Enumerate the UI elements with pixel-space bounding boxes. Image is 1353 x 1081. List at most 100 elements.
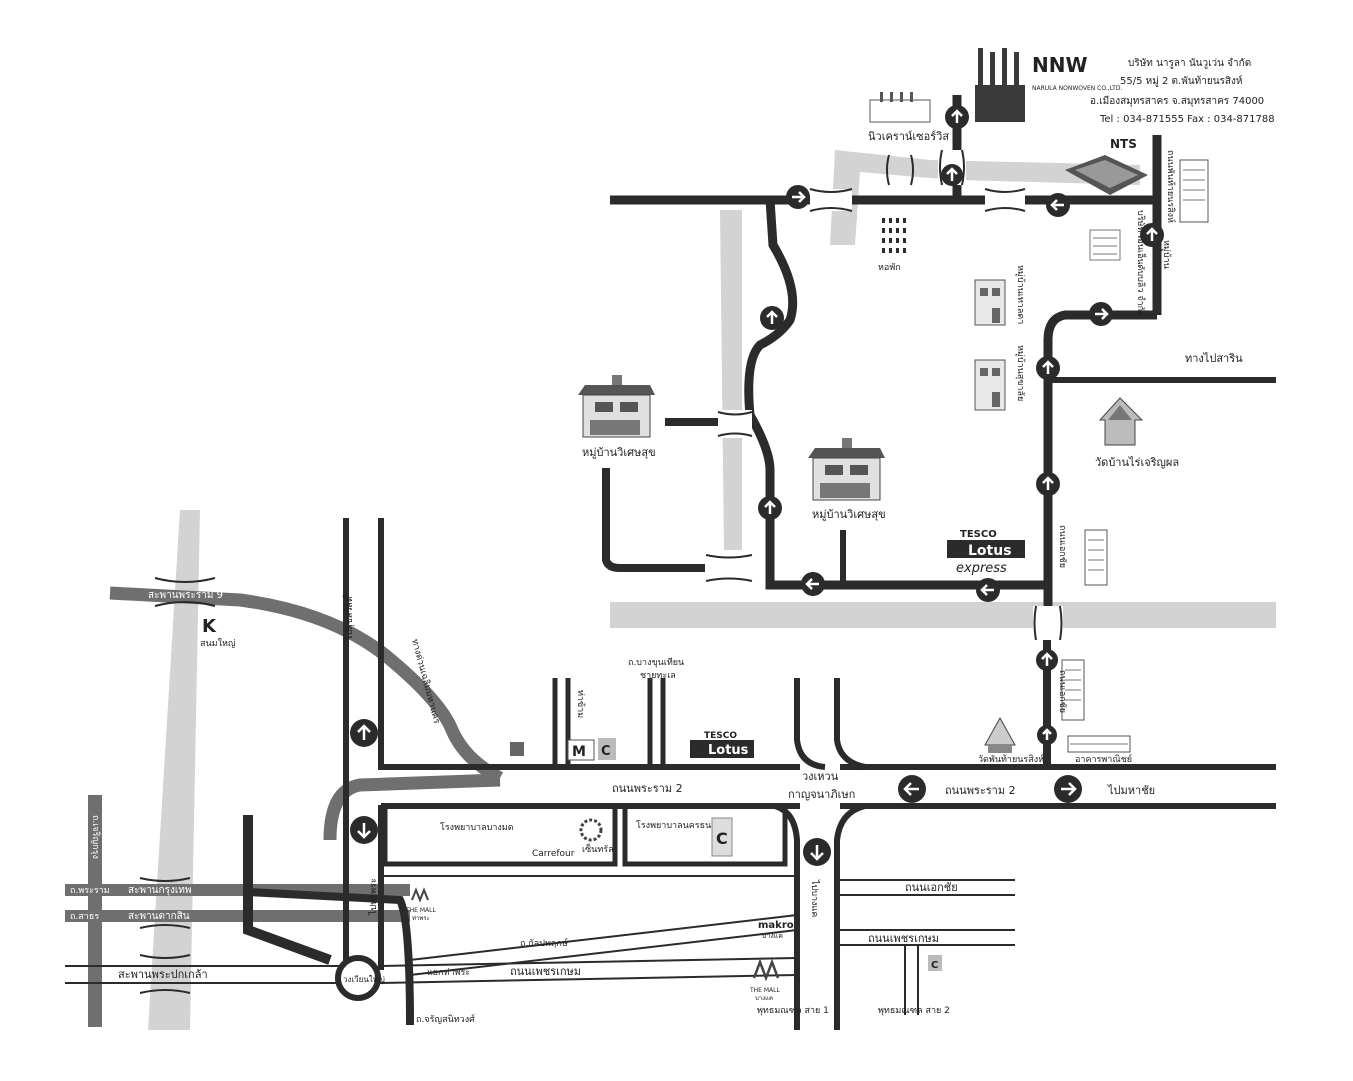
label-phetkasem-east: ถนนเพชรเกษม (868, 932, 939, 945)
building-nts (1065, 155, 1148, 195)
company-name: บริษัท นารูลา นันวูเว่น จำกัด (1128, 58, 1251, 69)
arrow-circle-icon (1036, 472, 1060, 496)
bridges (139, 149, 1063, 994)
arrow-circle-icon (1054, 775, 1082, 803)
label-hospital-1: โรงพยาบาลบางมด (440, 822, 514, 833)
label-tha-phra-junction: แยกท่าพระ (427, 968, 470, 978)
label-to-sarin: ทางไปสาริน (1185, 352, 1243, 365)
arrow-circle-icon (1036, 356, 1060, 380)
label-tesco-express-top: TESCO (960, 529, 997, 540)
label-dormitory: หอพัก (878, 263, 901, 273)
label-wong-waen: วงเหวน (802, 770, 839, 783)
arrow-circle-icon (1037, 725, 1057, 745)
canal-chao-phraya (148, 510, 200, 1030)
label-to-tha-phra: ไปท่าพระ (368, 878, 379, 916)
roundabout-wongwian-yai (335, 955, 381, 1001)
company-address-1: 55/5 หมู่ 2 ต.พันท้ายนรสิงห์ (1120, 75, 1243, 87)
big-c-icon (598, 738, 616, 760)
building-commercial (1067, 735, 1131, 753)
label-makro-branch: บางแค (762, 932, 783, 940)
building-east (1179, 159, 1209, 223)
building-tall-east-2 (1061, 659, 1085, 721)
arrow-circle-icon (945, 105, 969, 129)
label-big-c-east: C (931, 960, 938, 971)
k-village-logo: K (202, 616, 217, 637)
label-pinklao-bridge: สะพานพระปกเกล้า (118, 968, 208, 981)
label-to-mahachai: ไปมหาชัย (1107, 784, 1155, 797)
label-the-mall-right: THE MALL (749, 987, 780, 994)
label-new-crown: นิวเคราน์เซอร์วิส (868, 130, 949, 143)
label-wiset-suk-left: หมู่บ้านวิเศษสุข (582, 446, 656, 459)
mcdonalds-icon (567, 739, 595, 761)
direction-arrows (350, 105, 1164, 866)
tesco-lotus-logo (690, 740, 754, 758)
arrow-circle-icon (801, 572, 825, 596)
company-logo: NNW (1032, 53, 1088, 77)
label-mcdonalds: M (572, 744, 586, 760)
arrow-circle-icon (350, 719, 378, 747)
label-wat-phanthai: วัดพันท้ายนรสิงห์ (978, 753, 1044, 765)
label-tesco-bottom-lotus: Lotus (708, 743, 749, 758)
waterways (148, 150, 1276, 1030)
label-chai-thale: ชายทะเล (640, 671, 676, 681)
house-icon (578, 375, 655, 438)
tesco-express-logo (947, 540, 1025, 558)
label-road-east: ถนนพันท้ายนรสิงห์ (1165, 150, 1177, 223)
house-icon (974, 359, 1006, 411)
expressway-to-rama2 (323, 773, 501, 841)
label-ekachai-road: ถนนเอกชัย (905, 881, 958, 894)
label-big-c-south: C (716, 829, 728, 848)
temple-icon (1098, 397, 1144, 446)
label-taksin-road: ถ.สาธร (70, 912, 99, 922)
arrow-circle-icon (898, 775, 926, 803)
rama2-roads (379, 625, 1276, 1030)
road-taksin-bridge (65, 910, 410, 922)
canal-north (830, 150, 1140, 245)
the-mall-icon (752, 958, 780, 982)
label-makro: makro (758, 920, 794, 931)
label-phutthamonthon-2: พุทธมณฑล สาย 2 (878, 1006, 950, 1016)
label-rama2-center: ถนนพระราม 2 (612, 782, 683, 795)
label-kalaphruek: ถ.กัลปพฤกษ์ (520, 937, 568, 949)
label-krungthep-bridge: สะพานกรุงเทพ (128, 885, 191, 896)
arrow-circle-icon (1036, 649, 1058, 671)
buildings: K (202, 48, 1209, 982)
factory-icon (869, 92, 931, 123)
arrow-circle-icon (758, 496, 782, 520)
label-phra-ram-road: ถ.พระราม (70, 886, 110, 896)
label-taksin-bridge: สะพานตากสิน (128, 911, 190, 922)
central-icon (579, 818, 603, 842)
label-wongwian-yai: วงเวียนใหญ่ (343, 975, 385, 984)
label-wiset-suk-center: หมู่บ้านวิเศษสุข (812, 508, 886, 521)
building-dormitory (880, 215, 910, 257)
label-to-suksawat: ไปสุขสวัสดิ์ (342, 595, 355, 641)
label-phanthai-building: อาคารพาณิชย์ (1075, 753, 1132, 765)
label-big-c: C (601, 744, 611, 759)
label-village-north-1: หมู่บ้านเทาลดา (1015, 265, 1026, 324)
arrow-circle-icon (941, 164, 963, 186)
company-address-2: อ.เมืองสมุทรสาคร จ.สมุทรสาคร 74000 (1090, 95, 1264, 107)
label-tha-kham: ท่าข้าม (575, 690, 586, 718)
arrow-circle-icon (1089, 302, 1113, 326)
label-rama2-east: ถนนพระราม 2 (945, 784, 1016, 797)
label-wat-rai-charoen: วัดบ้านไร่เจริญผล (1095, 456, 1179, 469)
temple-icon (984, 716, 1016, 753)
arrow-circle-icon (350, 816, 378, 844)
label-phutthamonthon-1: พุทธมณฑล สาย 1 (757, 1006, 829, 1016)
arrow-circle-icon (1046, 193, 1070, 217)
label-carrefour: Carrefour (532, 849, 575, 859)
company-contact: Tel : 034-871555 Fax : 034-871788 (1099, 114, 1275, 125)
label-bang-khun-thian: ถ.บางขุนเทียน (628, 657, 684, 668)
label-tesco-bottom-top: TESCO (704, 731, 737, 741)
bangkok-roads (65, 518, 504, 1027)
label-nts: NTS (1110, 137, 1137, 151)
label-central: เซ็นทรัล (582, 842, 614, 855)
label-the-mall-left: THE MALL (405, 907, 436, 914)
label-hospital-2: โรงพยาบาลนครธน (636, 820, 711, 831)
label-rama9-bridge: สะพานพระราม 9 (148, 590, 223, 601)
label-electric-co: บริษัท เอ็นเอ็นดับบลิว จำกัด (1135, 210, 1148, 317)
company-header: NNW NARULA NONWOVEN CO.,LTD. บริษัท นารู… (1032, 53, 1275, 125)
label-village-north-2: หมู่บ้านสุขาลัย (1015, 345, 1026, 401)
company-logo-sub: NARULA NONWOVEN CO.,LTD. (1032, 85, 1122, 92)
